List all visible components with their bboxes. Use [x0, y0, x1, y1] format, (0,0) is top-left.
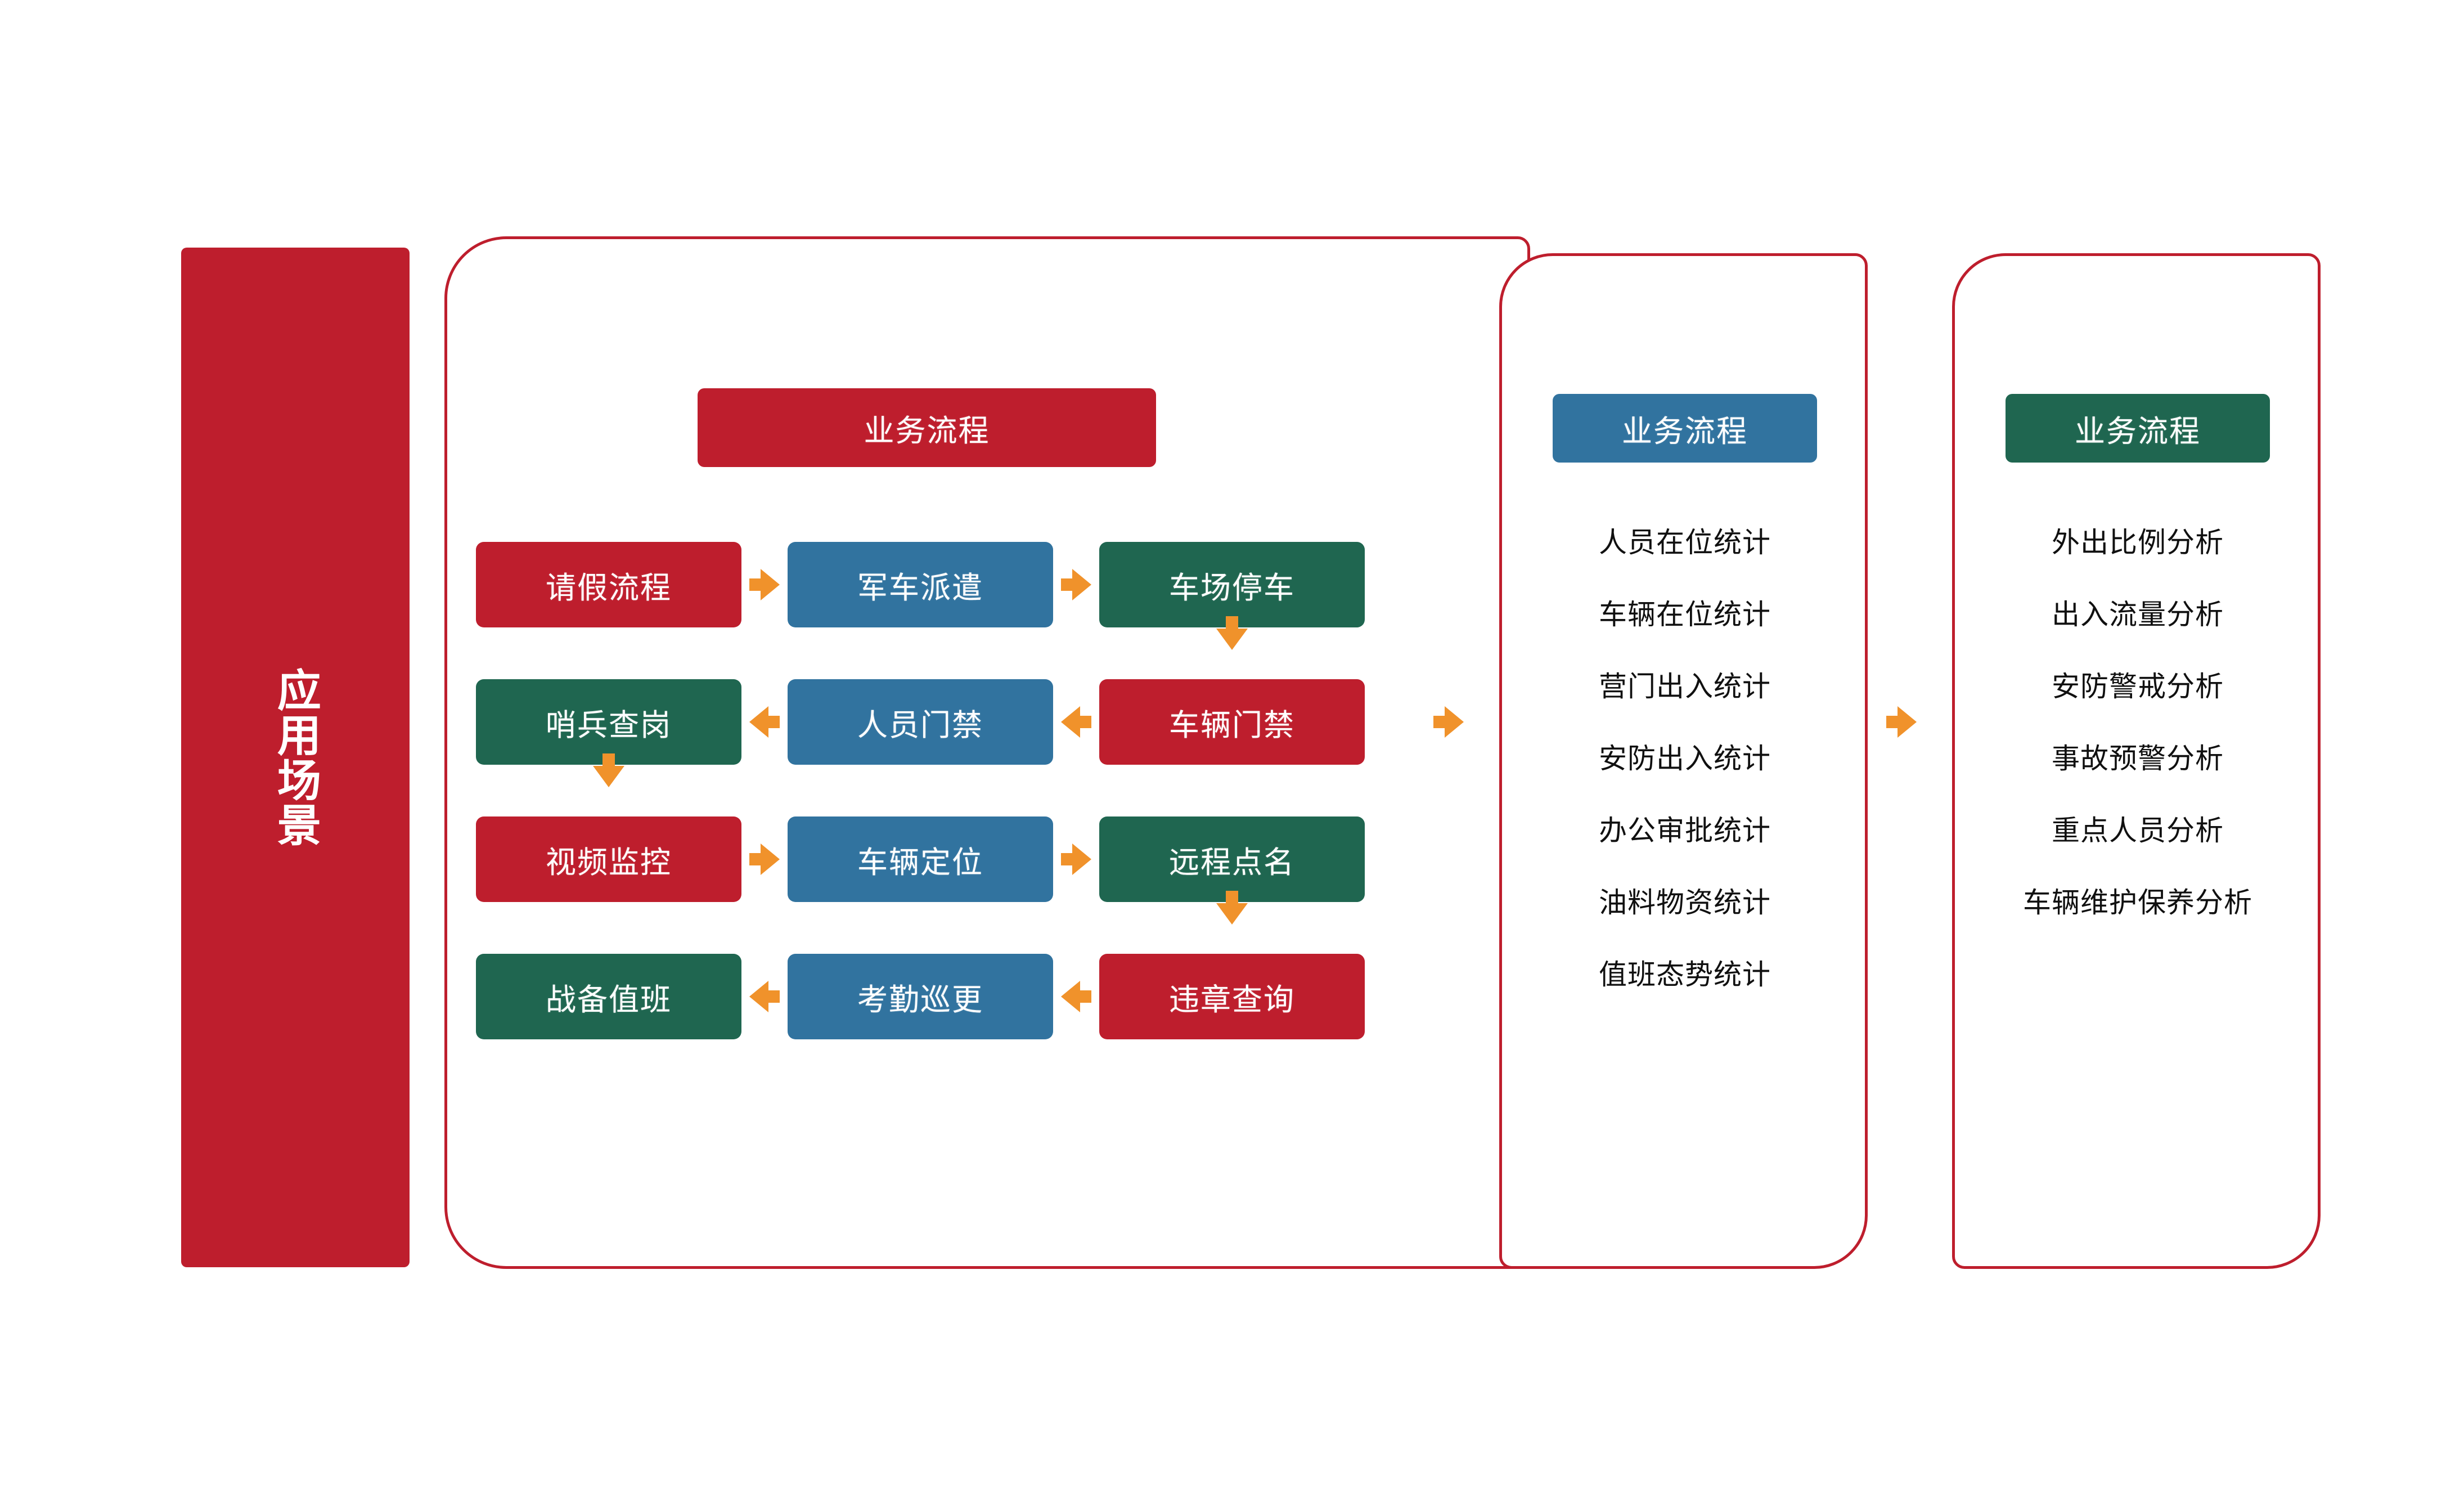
connector-arrow-panel1-to-panel2-icon: [1433, 706, 1464, 738]
flow-box-violation-inquiry[interactable]: 违章查询: [1099, 954, 1365, 1039]
connector-arrow-panel2-to-panel3-icon: [1886, 706, 1917, 738]
list-item: 油料物资统计: [1599, 887, 1771, 918]
flow-box-attendance-patrol[interactable]: 考勤巡更: [788, 954, 1053, 1039]
arrow-down-icon: [1216, 616, 1248, 651]
arrow-down-icon: [593, 753, 624, 788]
panel-2-header: 业务流程: [1553, 394, 1817, 463]
list-item: 车辆在位统计: [1599, 599, 1771, 630]
panel-3-header: 业务流程: [2006, 394, 2270, 463]
panel-3-item-list: 外出比例分析 出入流量分析 安防警戒分析 事故预警分析 重点人员分析 车辆维护保…: [1966, 506, 2309, 939]
flow-box-combat-readiness-duty[interactable]: 战备值班: [476, 954, 741, 1039]
flow-box-personnel-access-control[interactable]: 人员门禁: [788, 679, 1053, 765]
arrow-right-icon: [1061, 844, 1091, 875]
list-item: 值班态势统计: [1599, 959, 1771, 990]
banner-label: 应用场景: [271, 667, 321, 847]
arrow-right-icon: [1061, 569, 1091, 600]
arrow-left-icon: [749, 706, 780, 738]
list-item: 办公审批统计: [1599, 815, 1771, 846]
list-item: 车辆维护保养分析: [2023, 887, 2252, 918]
flow-box-vehicle-positioning[interactable]: 车辆定位: [788, 816, 1053, 902]
panel-1-header: 业务流程: [698, 388, 1156, 467]
arrow-down-icon: [1216, 891, 1248, 926]
list-item: 重点人员分析: [2052, 815, 2224, 846]
list-item: 出入流量分析: [2052, 599, 2224, 630]
flow-box-video-surveillance[interactable]: 视频监控: [476, 816, 741, 902]
panel-2-item-list: 人员在位统计 车辆在位统计 营门出入统计 安防出入统计 办公审批统计 油料物资统…: [1513, 506, 1856, 1011]
arrow-right-icon: [749, 844, 780, 875]
list-item: 安防警戒分析: [2052, 671, 2224, 702]
list-item: 事故预警分析: [2052, 743, 2224, 774]
arrow-left-icon: [1061, 706, 1091, 738]
flow-box-vehicle-access-control[interactable]: 车辆门禁: [1099, 679, 1365, 765]
arrow-left-icon: [749, 981, 780, 1012]
application-scenario-banner: 应用场景: [181, 248, 410, 1267]
list-item: 安防出入统计: [1599, 743, 1771, 774]
flow-box-sentry-post-check[interactable]: 哨兵查岗: [476, 679, 741, 765]
flow-box-leave-process[interactable]: 请假流程: [476, 542, 741, 627]
list-item: 外出比例分析: [2052, 527, 2224, 558]
flow-box-remote-roll-call[interactable]: 远程点名: [1099, 816, 1365, 902]
list-item: 人员在位统计: [1599, 527, 1771, 558]
flow-box-military-vehicle-dispatch[interactable]: 军车派遣: [788, 542, 1053, 627]
list-item: 营门出入统计: [1599, 671, 1771, 702]
arrow-right-icon: [749, 569, 780, 600]
arrow-left-icon: [1061, 981, 1091, 1012]
flow-box-parking-lot[interactable]: 车场停车: [1099, 542, 1365, 627]
